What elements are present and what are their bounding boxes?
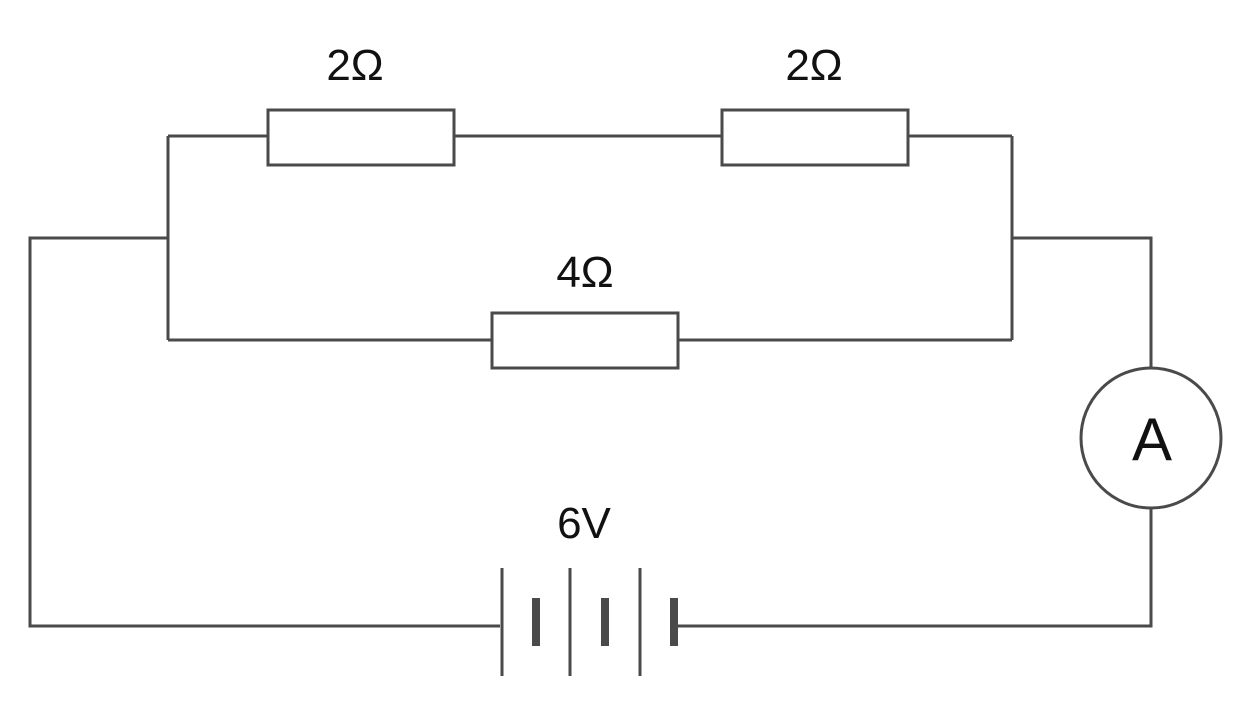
battery-label: 6V (557, 499, 611, 548)
ammeter-circle (1079, 366, 1223, 510)
wire-ammeter-to-battery (676, 508, 1153, 628)
resistor-middle (490, 311, 680, 370)
ammeter: A (1079, 366, 1223, 510)
wires (28, 134, 1153, 628)
wire-left-loop (28, 236, 500, 628)
wire-right-to-ammeter (1012, 236, 1153, 368)
ammeter-label: A (1132, 406, 1172, 473)
resistor-middle-label: 4Ω (556, 248, 613, 297)
battery (500, 568, 678, 676)
resistor-top-right-label: 2Ω (785, 41, 842, 90)
resistor-top-right (720, 108, 910, 167)
resistor-top-left (266, 108, 456, 167)
resistor-top-left-label: 2Ω (326, 41, 383, 90)
